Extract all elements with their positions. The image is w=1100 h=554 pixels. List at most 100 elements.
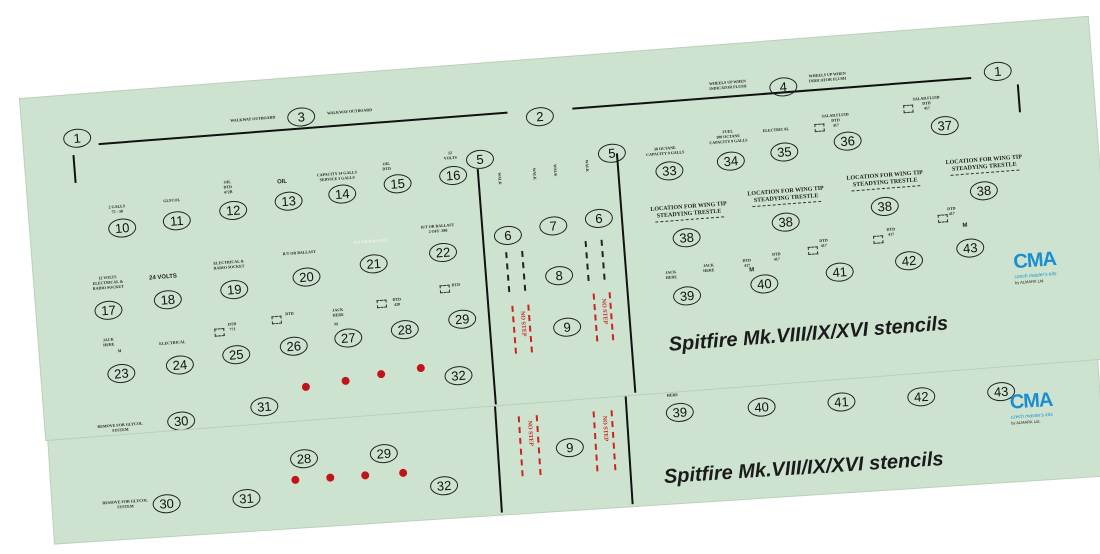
- red-dot: [291, 475, 300, 485]
- wheels-up-label: WHEELS UP WHEN INDICATOR FLUSH: [708, 78, 747, 92]
- label-dtd-small: DTD 417: [946, 205, 956, 217]
- red-dot: [301, 382, 311, 392]
- m-mark: M: [749, 267, 755, 274]
- marking-15-number: 15: [382, 173, 413, 195]
- no-step-red-line: [592, 293, 599, 342]
- panel-line: [493, 402, 503, 513]
- sheet-title: Spitfire Mk.VIII/IX/XVI stencils: [663, 448, 945, 489]
- panel-line: [624, 394, 634, 505]
- no-step-red-line: [527, 304, 533, 353]
- label-18: 24 VOLTS: [148, 273, 178, 282]
- marking-20-number: 20: [291, 266, 322, 288]
- stencil-box: [873, 235, 884, 244]
- marking-14-number: 14: [327, 183, 357, 205]
- jack-here-label: JACK HERE: [702, 262, 715, 274]
- stencil-box: [937, 214, 949, 223]
- marking-40-number: 40: [749, 273, 780, 295]
- label-29: DTD: [451, 281, 461, 288]
- no-step-label: NO STEP: [518, 310, 527, 337]
- jack-here-label: JACK HERE: [102, 336, 115, 348]
- label-20: R/T OR BALLAST: [282, 248, 317, 257]
- marking-41-number: 41: [826, 391, 857, 413]
- panel-line: [615, 153, 637, 393]
- no-step-red-line: [511, 305, 517, 354]
- stencil-box: [376, 299, 388, 309]
- marking-9-number: 9: [552, 316, 582, 338]
- red-dot: [360, 471, 370, 480]
- wing-tip-label: LOCATION FOR WING TIP STEADYING TRESTLE: [650, 201, 728, 223]
- label-dtd-small: DTD 417: [771, 251, 781, 262]
- no-step-label: NO STEP: [600, 415, 609, 442]
- marking-42-number: 42: [906, 386, 936, 408]
- marking-24-number: 24: [165, 354, 195, 376]
- cma-logo: CMA czech master's kits by ALMARK Ltd.: [1009, 389, 1054, 426]
- marking-28-number: 28: [390, 319, 420, 341]
- m-mark: M: [334, 321, 339, 327]
- m-mark: M: [962, 222, 968, 230]
- marking-29-number: 29: [369, 443, 399, 464]
- marking-13-number: 13: [273, 190, 304, 212]
- jack-here-label: JACK HERE: [665, 269, 678, 280]
- marking-4-number: 4: [768, 76, 799, 98]
- marking-31-number: 31: [249, 396, 280, 418]
- panel-line: [476, 169, 497, 405]
- marking-36-number: 36: [832, 130, 863, 152]
- label-25: DTD 771: [227, 321, 237, 332]
- marking-27-number: 27: [333, 327, 363, 349]
- marking-1-number: 1: [983, 60, 1013, 82]
- marking-22-number: 22: [428, 241, 458, 264]
- marking-41-number: 41: [825, 261, 855, 283]
- marking-12-number: 12: [218, 199, 248, 222]
- marking-3-number: 3: [286, 106, 316, 128]
- marking-37-number: 37: [930, 115, 960, 137]
- marking-34-number: 34: [716, 150, 746, 172]
- remove-glycol-label: REMOVE FOR GLYCOL SYSTEM: [102, 497, 148, 510]
- label-21: R/T OR BALLAST: [353, 237, 388, 245]
- marking-16-number: 16: [438, 164, 468, 187]
- marking-1-number: 1: [62, 127, 92, 149]
- electrical-label: ELECTRICAL: [158, 339, 186, 347]
- no-step-red-line: [608, 292, 615, 341]
- wing-tip-label: LOCATION FOR WING TIP STEADYING TRESTLE: [747, 186, 825, 208]
- red-dot: [376, 369, 386, 379]
- marking-9-number: 9: [555, 437, 585, 458]
- marking-28-number: 28: [289, 448, 319, 470]
- wheels-up-label: WHEELS UP WHEN INDICATOR FLUSH: [808, 70, 847, 84]
- marking-32-number: 32: [443, 365, 474, 387]
- no-step-red-line: [592, 411, 599, 472]
- cma-logo-text: CMA: [1012, 248, 1057, 274]
- remove-glycol-label: REMOVE FOR GLYCOL SYSTEM: [97, 420, 143, 433]
- label-16: 12 VOLTS: [443, 150, 458, 161]
- marking-17-number: 17: [93, 299, 124, 321]
- electrical-label: ELECTRICAL: [762, 126, 790, 134]
- no-step-black-line: [600, 239, 606, 280]
- stencil-box: [214, 328, 225, 337]
- marking-5-number: 5: [465, 148, 495, 170]
- red-dot: [326, 473, 335, 482]
- label-37: SALAD.FLUID DTD 417: [912, 94, 940, 111]
- label-36: SALAD.FLUID DTD 417: [821, 111, 849, 128]
- walk-label: WALK: [584, 159, 591, 173]
- marking-26-number: 26: [279, 335, 309, 357]
- red-dot: [398, 468, 408, 478]
- no-step-black-line: [584, 240, 590, 281]
- marking-30-number: 30: [152, 493, 182, 515]
- label-22: R/T OR BALLAST 2 OFF .300: [420, 222, 455, 235]
- marking-35-number: 35: [769, 141, 800, 163]
- marking-2-number: 2: [525, 106, 555, 128]
- label-dtd-small: DTD 417: [886, 226, 896, 237]
- marking-21-number: 21: [359, 253, 389, 275]
- walk-label: WALK: [552, 163, 559, 177]
- marking-38-number: 38: [671, 227, 702, 249]
- wing-tip-label: LOCATION FOR WING TIP STEADYING TRESTLE: [945, 154, 1023, 176]
- sheet-title: Spitfire Mk.VIII/IX/XVI stencils: [667, 312, 949, 356]
- m-mark: M: [117, 347, 122, 354]
- panel-line: [1016, 84, 1021, 113]
- marking-31-number: 31: [231, 488, 262, 509]
- label-13: OIL: [276, 178, 288, 186]
- label-15: OIL DTD: [382, 160, 392, 172]
- marking-11-number: 11: [162, 210, 192, 232]
- jack-here-label: JACK HERE: [332, 306, 345, 318]
- marking-5-number: 5: [597, 142, 627, 164]
- marking-40-number: 40: [747, 396, 777, 418]
